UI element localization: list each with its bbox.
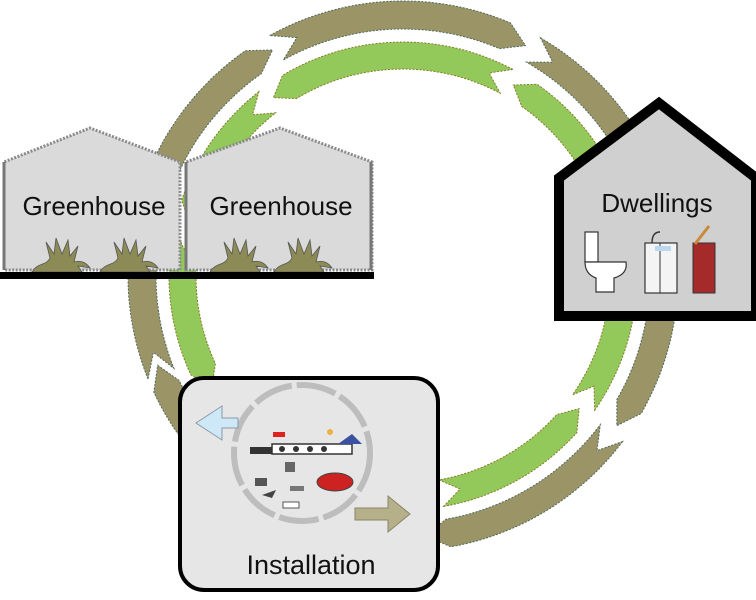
greenhouse-ground-line [0, 272, 374, 279]
outer-flow-arrow-1 [143, 49, 274, 194]
dwellings-label: Dwellings [601, 188, 712, 218]
waste-bin-icon [692, 225, 716, 294]
greenhouse-1-label: Greenhouse [22, 191, 165, 221]
plant-icon [209, 237, 269, 273]
greenhouse-1: Greenhouse [2, 126, 182, 273]
inner-flow-arrow-5 [437, 408, 580, 508]
toilet-icon [584, 231, 627, 293]
installation: Installation [178, 376, 440, 592]
plant-icon [31, 237, 91, 273]
treatment-plant-icon [250, 429, 362, 509]
greenhouse-2-label: Greenhouse [209, 191, 352, 221]
process-cycle-ring [231, 382, 373, 524]
dwellings: Dwellings [554, 96, 756, 321]
outer-flow-arrow-2 [267, 0, 527, 62]
greenhouse-2: Greenhouse [184, 126, 374, 273]
installation-label: Installation [246, 550, 375, 580]
plant-icon [273, 237, 333, 273]
output-arrow-icon [354, 494, 411, 534]
sink-icon [644, 231, 678, 294]
outer-flow-arrow-5 [424, 422, 625, 548]
plant-icon [99, 237, 159, 273]
input-arrow-icon [195, 405, 239, 441]
inner-flow-arrow-2 [272, 41, 515, 100]
